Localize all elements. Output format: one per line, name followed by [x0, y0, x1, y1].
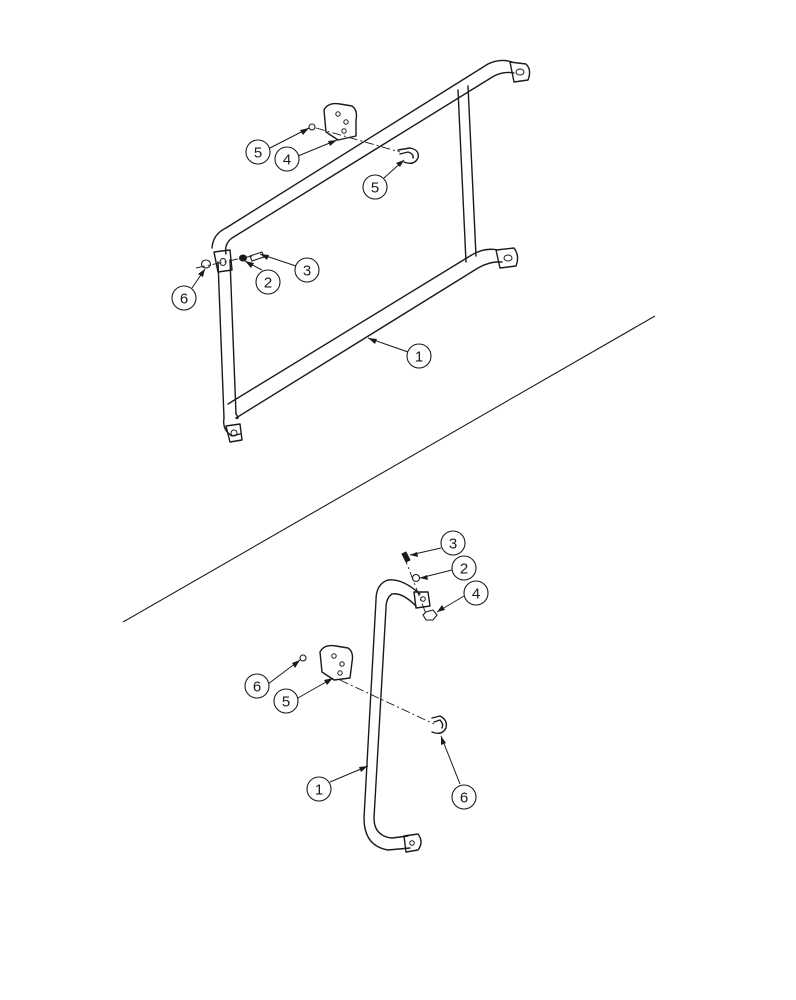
- lower-callout-3: 3: [440, 530, 466, 556]
- lower-callout-5: 5: [273, 688, 299, 714]
- svg-text:2: 2: [460, 561, 468, 578]
- view-divider-line: [122, 315, 656, 623]
- lower-bolt-3: [401, 551, 411, 563]
- svg-text:6: 6: [180, 291, 188, 308]
- svg-text:4: 4: [472, 586, 480, 603]
- svg-text:5: 5: [254, 145, 262, 162]
- upper-mount-bracket: [323, 102, 358, 141]
- lower-u-bolt: [431, 715, 448, 735]
- upper-callout-3: 3: [294, 257, 320, 283]
- upper-callout-5a: 5: [245, 139, 271, 165]
- svg-text:3: 3: [449, 536, 457, 553]
- svg-text:6: 6: [460, 790, 468, 807]
- upper-frame-rail: [211, 59, 531, 443]
- lower-callout-6b: 6: [451, 784, 477, 810]
- upper-callout-6: 6: [171, 285, 197, 311]
- upper-callout-2: 2: [255, 269, 281, 295]
- lower-mount-bracket: [319, 644, 354, 681]
- svg-text:5: 5: [371, 180, 379, 197]
- upper-nut-5: [308, 123, 316, 131]
- lower-callout-4: 4: [463, 580, 489, 606]
- lower-assembly: 3 2 4 6 5 6 1: [244, 530, 489, 853]
- svg-text:4: 4: [283, 152, 291, 169]
- lower-handrail: [363, 579, 431, 853]
- svg-text:3: 3: [303, 263, 311, 280]
- upper-assembly: 5 4 5 6 2 3 1: [171, 59, 531, 443]
- upper-callout-4: 4: [274, 146, 300, 172]
- lower-callout-2: 2: [451, 555, 477, 581]
- upper-washer-2: [239, 254, 247, 262]
- lower-callout-6a: 6: [244, 673, 270, 699]
- lower-callout-1: 1: [306, 776, 332, 802]
- svg-text:5: 5: [282, 694, 290, 711]
- upper-callout-5b: 5: [362, 174, 388, 200]
- svg-text:2: 2: [264, 275, 272, 292]
- upper-callout-1: 1: [406, 343, 432, 369]
- svg-text:6: 6: [253, 679, 261, 696]
- upper-u-bolt: [397, 147, 420, 165]
- upper-bolt-3: [249, 251, 265, 262]
- lower-nut-4: [422, 609, 438, 621]
- lower-washer-2: [411, 573, 421, 583]
- svg-text:1: 1: [415, 349, 423, 366]
- svg-text:1: 1: [315, 782, 323, 799]
- lower-nut-6: [299, 654, 307, 662]
